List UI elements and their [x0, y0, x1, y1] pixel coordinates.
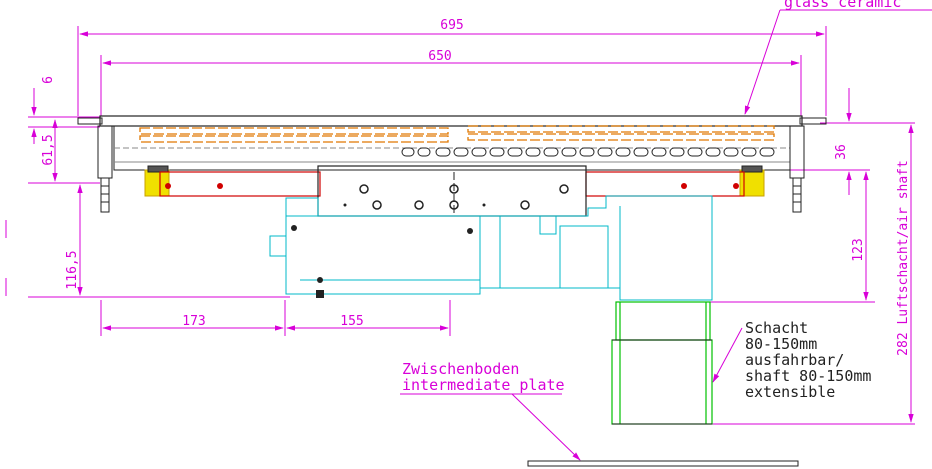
label-schacht-2: 80-150mm — [745, 335, 817, 353]
dim-glass-thickness: 6 — [41, 76, 56, 84]
vent-slots — [401, 147, 775, 157]
intermediate-plate — [527, 460, 799, 467]
frame-lip-right — [799, 117, 827, 125]
label-schacht-1: Schacht — [745, 319, 808, 337]
dim-frame-height: 61,5 — [41, 134, 56, 165]
dim-bracket-left: 173 — [182, 314, 205, 329]
dim-bracket-mid: 155 — [340, 314, 363, 329]
electronics-unit — [269, 195, 713, 301]
dim-glass-width: 650 — [428, 49, 451, 64]
heater-coils — [139, 125, 775, 143]
foot-left — [97, 125, 113, 179]
hob-frame — [77, 115, 827, 213]
dimension-lines — [5, 9, 932, 461]
yellow-block-left — [144, 169, 170, 197]
mounting-brackets — [144, 165, 765, 197]
label-schacht-3: ausfahrbar/ — [745, 351, 844, 369]
frame-lip-left — [77, 117, 103, 125]
label-zwischenboden-en: intermediate plate — [402, 376, 565, 394]
dim-lower-height: 116,5 — [65, 250, 80, 289]
label-schacht-5: extensible — [745, 383, 835, 401]
air-shaft — [611, 301, 713, 425]
glass-ceramic-plate — [99, 115, 803, 127]
central-housing — [317, 165, 587, 217]
dim-overall-width: 695 — [440, 18, 463, 33]
label-schacht-4: shaft 80-150mm — [745, 367, 871, 385]
dim-shaft-total: 282 Luftschacht/air shaft — [896, 160, 911, 356]
bracket-left — [159, 171, 321, 197]
dim-right-height: 123 — [851, 238, 866, 261]
label-zwischenboden-de: Zwischenboden — [402, 360, 519, 378]
dim-right-offset: 36 — [834, 144, 849, 160]
bracket-right — [585, 171, 745, 197]
label-glass-ceramic: glass ceramic — [784, 0, 901, 11]
